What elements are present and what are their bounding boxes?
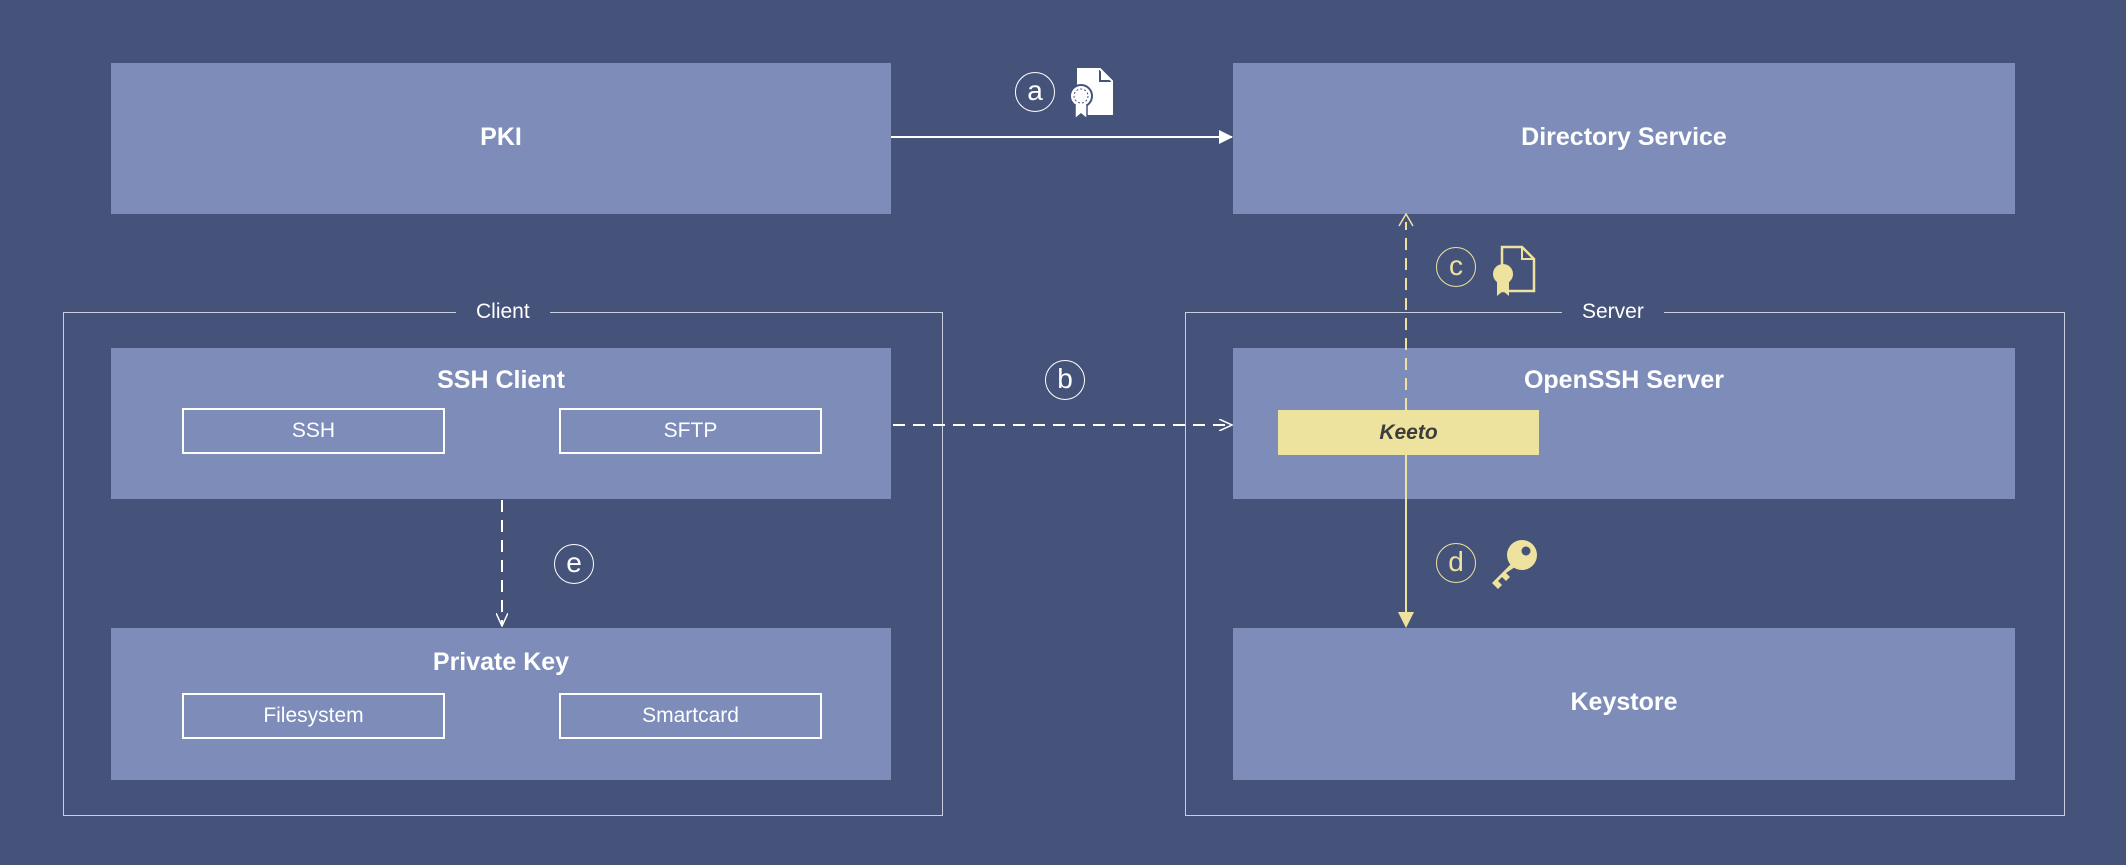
keeto-plugin: Keeto	[1278, 410, 1539, 455]
ssh-client-title: SSH Client	[437, 366, 565, 394]
pki-box: PKI	[111, 63, 891, 214]
filesystem-item: Filesystem	[182, 693, 445, 739]
certificate-icon	[1493, 245, 1536, 296]
ssh-item: SSH	[182, 408, 445, 454]
directory-service-title: Directory Service	[1521, 123, 1727, 151]
keystore-box: Keystore	[1233, 628, 2015, 780]
smartcard-item: Smartcard	[559, 693, 822, 739]
step-c-badge: c	[1436, 247, 1476, 287]
server-group-label: Server	[1562, 298, 1664, 326]
step-b-badge: b	[1045, 360, 1085, 400]
openssh-server-title: OpenSSH Server	[1523, 366, 1725, 394]
key-icon	[1492, 540, 1537, 589]
keystore-title: Keystore	[1570, 688, 1678, 716]
client-group-label: Client	[456, 298, 550, 326]
client-group: Client	[63, 298, 943, 816]
ssh-client-box: SSH Client SSH SFTP	[111, 348, 891, 499]
step-a-badge: a	[1015, 72, 1055, 112]
step-e-badge: e	[554, 544, 594, 584]
certificate-icon	[1069, 68, 1113, 120]
server-group: Server	[1185, 298, 2065, 816]
directory-service-box: Directory Service	[1233, 63, 2015, 214]
sftp-item: SFTP	[559, 408, 822, 454]
private-key-title: Private Key	[432, 648, 570, 676]
pki-title: PKI	[480, 123, 522, 151]
arrow-c-head	[1398, 212, 1414, 227]
private-key-box: Private Key Filesystem Smartcard	[111, 628, 891, 780]
step-d-badge: d	[1436, 543, 1476, 583]
